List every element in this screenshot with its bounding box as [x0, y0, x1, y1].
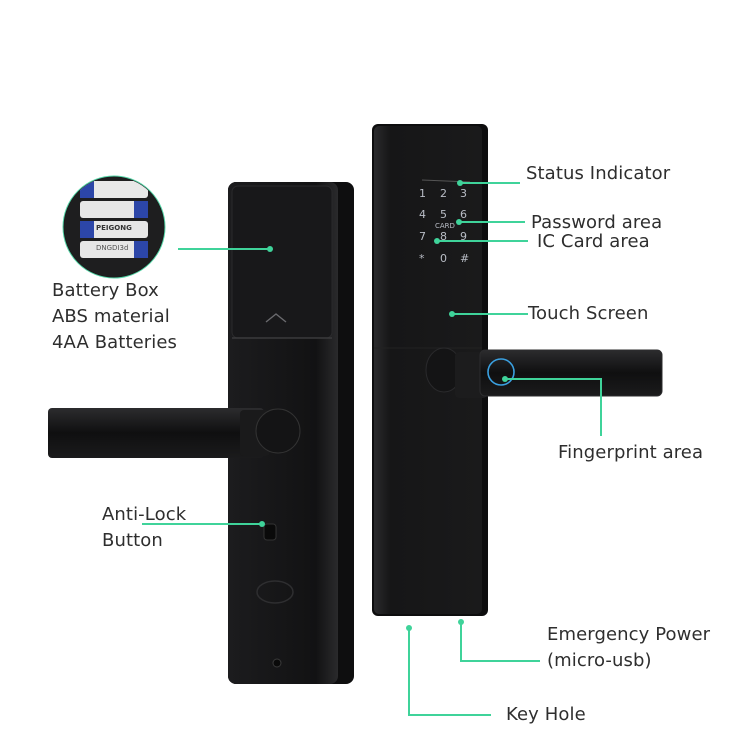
- cover-plate-icon: [256, 580, 294, 604]
- key-hash[interactable]: #: [460, 252, 470, 265]
- touch-screen-label: Touch Screen: [528, 303, 649, 324]
- anti-lock-button-icon: [263, 523, 277, 541]
- key-9[interactable]: 9: [460, 230, 467, 243]
- battery-box-label-1: Battery Box: [52, 280, 159, 301]
- key-star[interactable]: *: [419, 252, 425, 265]
- chevron-up-icon: [265, 313, 287, 323]
- key-2[interactable]: 2: [440, 187, 447, 200]
- password-area-label: Password area: [531, 212, 663, 233]
- key-5[interactable]: 5: [440, 208, 447, 221]
- status-indicator-label: Status Indicator: [526, 163, 671, 184]
- emergency-power-label-2: (micro-usb): [547, 650, 652, 671]
- key-8[interactable]: 8: [440, 230, 447, 243]
- key-6[interactable]: 6: [460, 208, 467, 221]
- key-3[interactable]: 3: [460, 187, 467, 200]
- key-7[interactable]: 7: [419, 230, 426, 243]
- screw-icon: [272, 658, 282, 668]
- leader-dots: [259, 180, 508, 631]
- battery-brand-1: PEIGONG: [96, 224, 132, 232]
- anti-lock-label-2: Button: [102, 530, 163, 551]
- key-1[interactable]: 1: [419, 187, 426, 200]
- battery-brand-2: DNGDI3d: [96, 244, 129, 252]
- card-label: CARD: [435, 222, 455, 230]
- anti-lock-label-1: Anti-Lock: [102, 504, 187, 525]
- key-4[interactable]: 4: [419, 208, 426, 221]
- fingerprint-sensor-icon: [487, 358, 515, 386]
- ic-card-area-label: IC Card area: [537, 231, 650, 252]
- front-handle: [425, 347, 663, 398]
- rear-handle: [48, 408, 301, 458]
- fingerprint-area-label: Fingerprint area: [558, 442, 704, 463]
- battery-box-image: [62, 175, 166, 279]
- battery-box-label-2: ABS material: [52, 306, 170, 327]
- key-0[interactable]: 0: [440, 252, 447, 265]
- leader-lines: [142, 182, 602, 716]
- key-hole-label: Key Hole: [506, 704, 586, 725]
- emergency-power-label-1: Emergency Power: [547, 624, 711, 645]
- battery-box-label-3: 4AA Batteries: [52, 332, 178, 353]
